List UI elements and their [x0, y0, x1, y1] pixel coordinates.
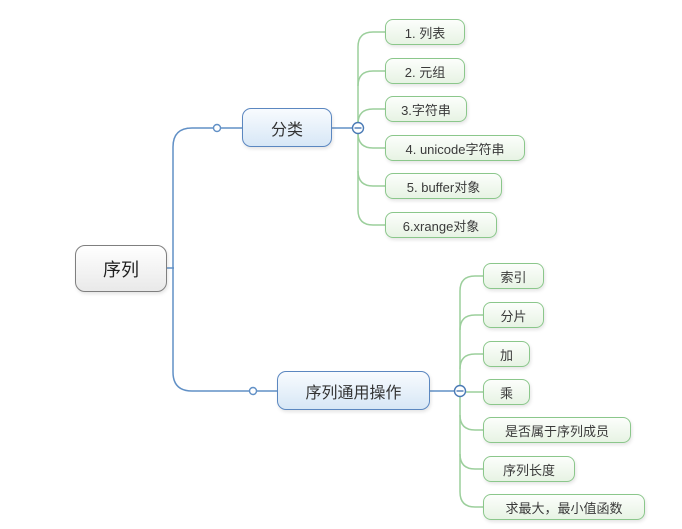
node-branch-common-ops[interactable]: 序列通用操作 [277, 371, 430, 410]
edge-classification-child-3 [357, 132, 385, 149]
topic-node[interactable]: 分片 [483, 302, 544, 328]
node-root[interactable]: 序列 [75, 245, 167, 292]
topic-node[interactable]: 1. 列表 [385, 19, 465, 45]
topic-node[interactable]: 3.字符串 [385, 96, 467, 122]
edge-root-to-branch-classification [172, 127, 242, 268]
topic-label: 5. buffer对象 [406, 179, 481, 195]
edge-common-ops-child-5 [459, 453, 483, 470]
topic-label: 索引 [500, 269, 527, 285]
topic-label: 序列长度 [502, 462, 555, 478]
topic-label: 2. 元组 [404, 64, 446, 80]
edge-classification-child-1 [357, 70, 385, 87]
topic-label: 3.字符串 [401, 102, 451, 118]
edge-root-to-branch-common-ops [172, 268, 277, 392]
topic-node[interactable]: 求最大，最小值函数 [483, 494, 645, 520]
topic-label: 4. unicode字符串 [405, 141, 505, 157]
node-branch-classification[interactable]: 分类 [242, 108, 332, 147]
topic-node[interactable]: 4. unicode字符串 [385, 135, 525, 161]
topic-node[interactable]: 5. buffer对象 [385, 173, 502, 199]
branch-label: 序列通用操作 [305, 384, 402, 402]
topic-node[interactable]: 加 [483, 341, 530, 367]
topic-node[interactable]: 是否属于序列成员 [483, 417, 631, 443]
edge-classification-child-4 [357, 170, 385, 187]
edge-common-ops-child-4 [459, 414, 483, 431]
edge-common-ops-child-1 [459, 314, 483, 331]
topic-label: 乘 [499, 385, 513, 401]
branch-label: 分类 [270, 121, 303, 139]
edge-classification-child-2 [357, 108, 385, 125]
topic-node[interactable]: 序列长度 [483, 456, 575, 482]
topic-label: 6.xrange对象 [402, 218, 480, 234]
branch-anchor-dot-common-ops [248, 386, 258, 396]
collapse-button-common-ops[interactable] [453, 384, 467, 398]
topic-node[interactable]: 乘 [483, 379, 530, 405]
topic-label: 1. 列表 [404, 25, 446, 41]
node-root-label: 序列 [103, 259, 139, 280]
collapse-button-classification[interactable] [351, 121, 365, 135]
topic-node[interactable]: 6.xrange对象 [385, 212, 497, 238]
topic-label: 加 [499, 347, 513, 363]
topic-label: 是否属于序列成员 [504, 423, 609, 439]
topic-label: 分片 [500, 308, 527, 324]
topic-node[interactable]: 2. 元组 [385, 58, 465, 84]
topic-node[interactable]: 索引 [483, 263, 544, 289]
branch-anchor-dot-classification [212, 123, 222, 133]
topic-label: 求最大，最小值函数 [505, 500, 623, 516]
edge-common-ops-child-2 [459, 353, 483, 370]
